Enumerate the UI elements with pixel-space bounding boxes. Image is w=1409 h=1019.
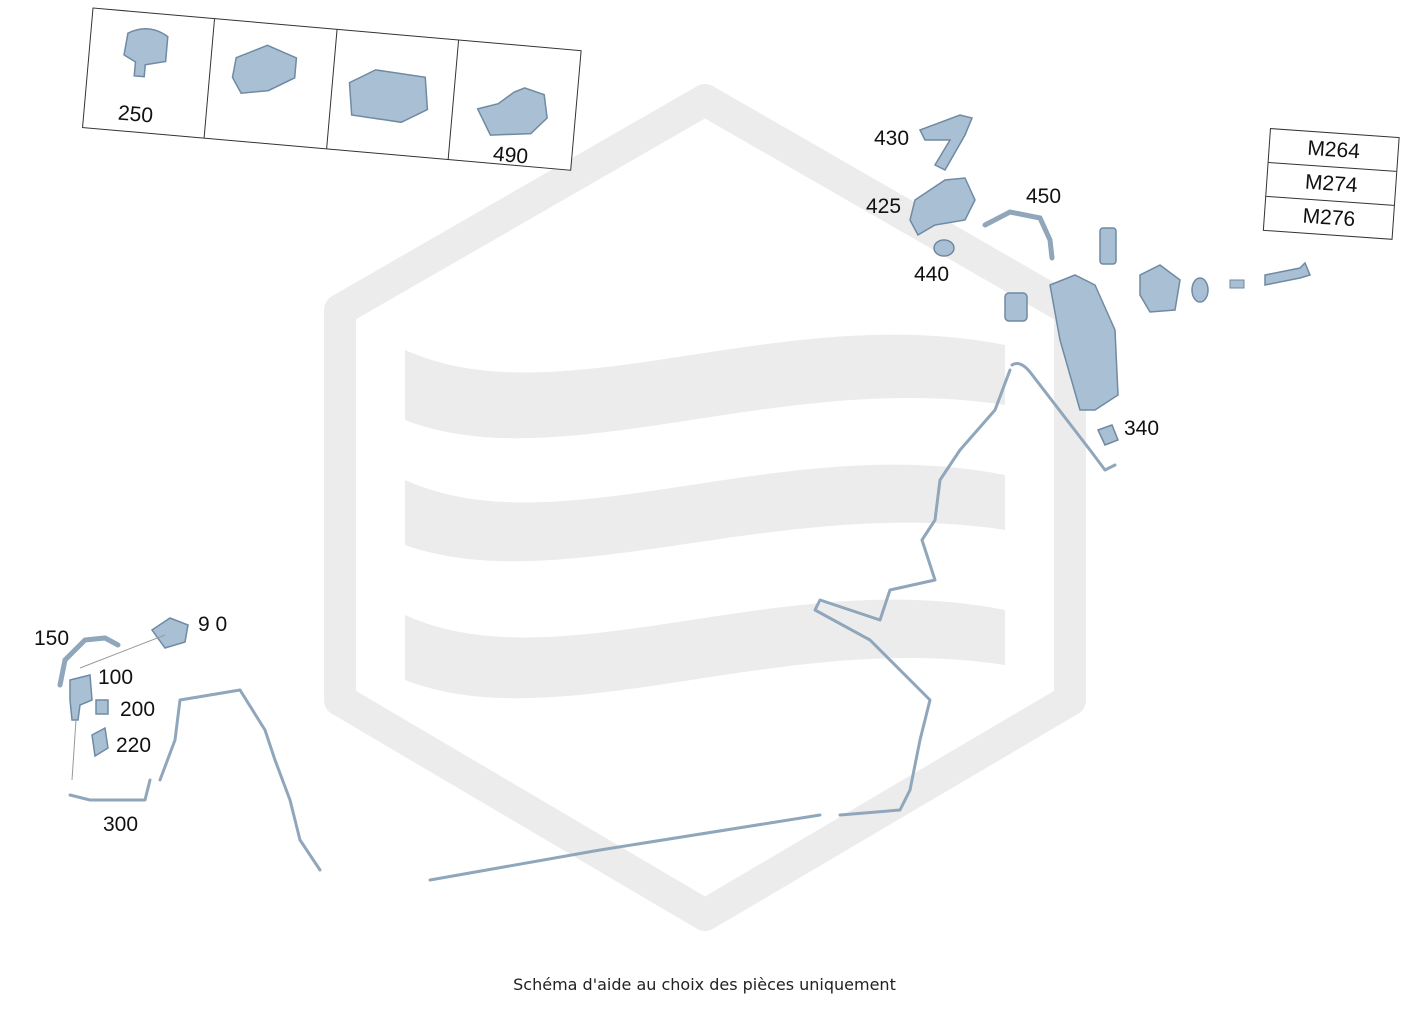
part-label-100[interactable]: 100 [98,666,134,689]
part-200-image[interactable] [95,699,109,715]
watermark-logo [324,84,1086,931]
clip-table [81,7,582,171]
part-430-image[interactable] [918,114,974,171]
part-label-440[interactable]: 440 [914,263,950,286]
clip-2-image[interactable] [231,43,298,98]
leader-line-2 [71,719,77,781]
part-label-910[interactable]: 9 0 [198,613,228,636]
canister-image[interactable] [1004,227,1312,411]
clip-3-image[interactable] [346,68,430,125]
part-label-450[interactable]: 450 [1026,185,1062,208]
part-label-430[interactable]: 430 [874,127,910,150]
clip-250-image[interactable] [122,27,169,78]
clip-490-image[interactable] [475,84,549,140]
part-910-image[interactable] [150,617,189,649]
part-100-image[interactable] [69,674,93,721]
part-450-image[interactable] [982,209,1055,261]
engine-variant-table: M264 M274 M276 [1262,128,1400,240]
part-340-image[interactable] [1096,424,1119,446]
part-label-220[interactable]: 220 [116,734,152,757]
part-220-image[interactable] [91,726,109,758]
part-label-300[interactable]: 300 [103,813,139,836]
part-label-425[interactable]: 425 [866,195,902,218]
diagram-caption: Schéma d'aide au choix des pièces unique… [513,975,896,994]
leader-line [79,634,166,669]
part-label-150[interactable]: 150 [34,627,70,650]
clip-label-490: 490 [492,142,529,169]
part-label-200[interactable]: 200 [120,698,156,721]
part-440-image[interactable] [933,239,955,257]
part-150-image[interactable] [57,635,121,688]
part-425-image[interactable] [909,177,976,237]
part-label-340[interactable]: 340 [1124,417,1160,440]
clip-label-250: 250 [117,101,154,128]
fuel-line [68,362,1117,882]
